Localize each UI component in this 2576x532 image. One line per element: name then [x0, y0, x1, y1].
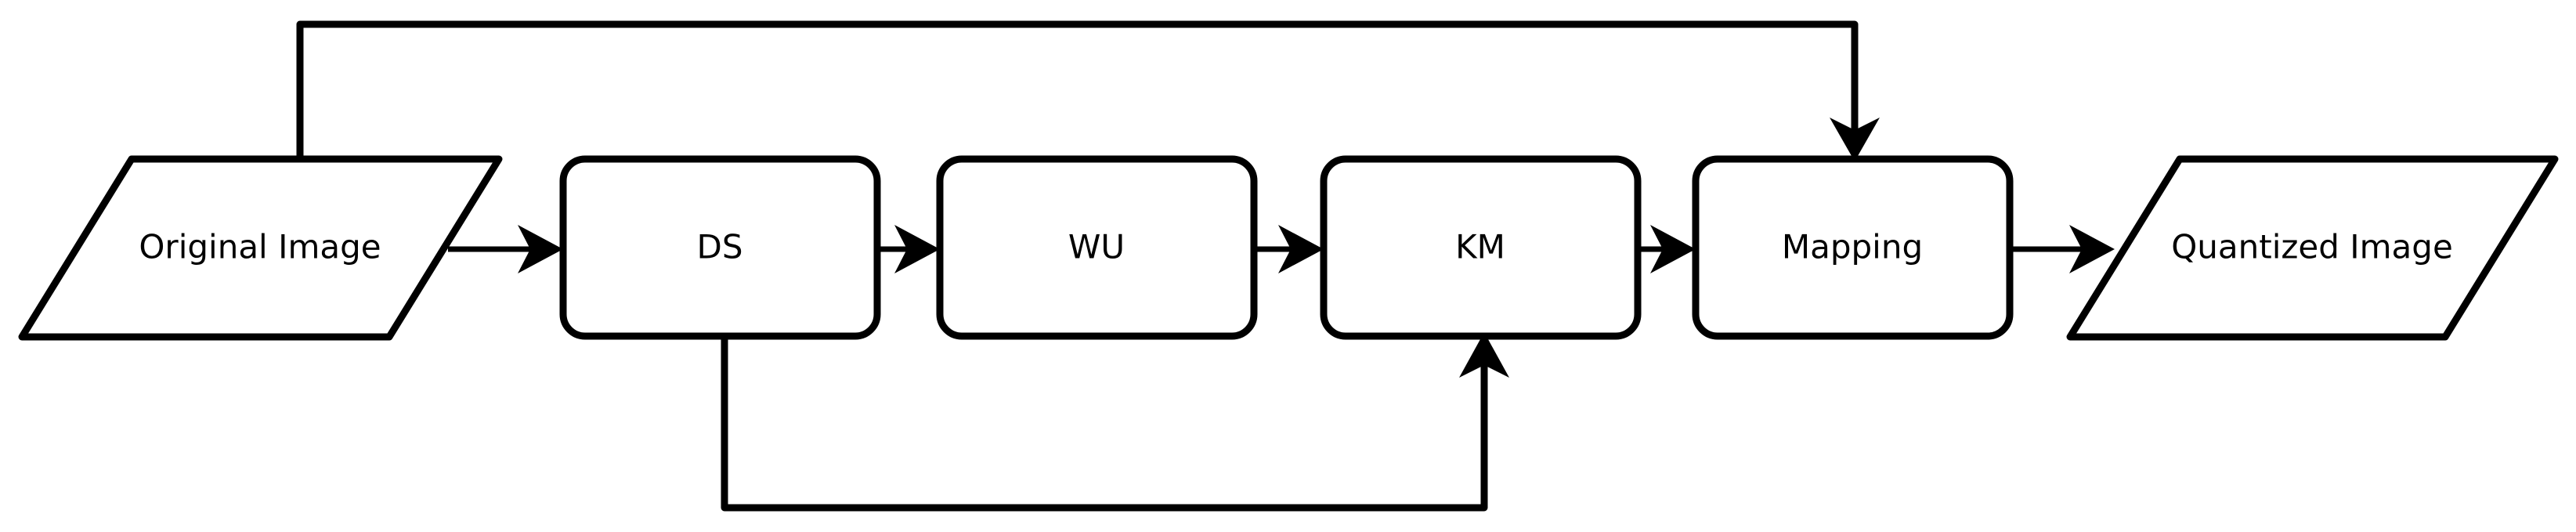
- ds-label: DS: [696, 228, 742, 266]
- edge-ds-to-km-arrowhead: [1459, 332, 1509, 378]
- mapping-label: Mapping: [1782, 228, 1923, 266]
- edge-ds-to-km-path: [721, 336, 1488, 512]
- node-km[interactable]: KM: [1320, 155, 1642, 340]
- quantized-image-label: Quantized Image: [2171, 228, 2453, 266]
- wu-label: WU: [1068, 228, 1125, 266]
- edge-original-to-ds-arrowhead: [518, 225, 563, 273]
- node-ds[interactable]: DS: [559, 155, 881, 340]
- original-image-shape: [18, 155, 503, 341]
- edge-original-image-to-mapping[interactable]: [296, 20, 1880, 161]
- edge-km-to-mapping[interactable]: [1638, 225, 1696, 273]
- edge-wu-to-km-arrowhead: [1278, 225, 1324, 273]
- original-image-label: Original Image: [139, 228, 381, 266]
- node-original-image[interactable]: Original Image: [18, 155, 503, 341]
- km-label: KM: [1455, 228, 1505, 266]
- node-mapping[interactable]: Mapping: [1692, 155, 2014, 340]
- edge-mapping-to-quantized-image[interactable]: [2010, 225, 2115, 273]
- edge-original-to-mapping-arrowhead: [1830, 118, 1880, 161]
- edge-ds-to-km[interactable]: [721, 332, 1509, 512]
- quantized-image-shape: [2066, 155, 2559, 341]
- edge-ds-to-wu[interactable]: [877, 225, 940, 273]
- edge-wu-to-km[interactable]: [1254, 225, 1324, 273]
- edge-original-to-mapping-path: [296, 20, 1859, 157]
- edge-original-image-to-ds[interactable]: [448, 225, 563, 273]
- node-wu[interactable]: WU: [936, 155, 1258, 340]
- edge-ds-to-wu-arrowhead: [894, 225, 940, 273]
- edge-mapping-to-quantized-arrowhead: [2069, 225, 2115, 273]
- node-quantized-image[interactable]: Quantized Image: [2066, 155, 2559, 341]
- edge-km-to-mapping-arrowhead: [1650, 225, 1696, 273]
